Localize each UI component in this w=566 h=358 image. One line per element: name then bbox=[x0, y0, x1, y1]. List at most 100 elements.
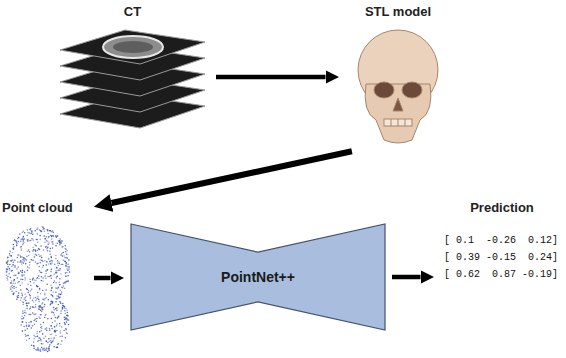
cloud-point bbox=[24, 258, 26, 260]
cloud-point bbox=[48, 348, 50, 350]
cloud-point bbox=[16, 245, 18, 247]
network-block: PointNet++ bbox=[130, 223, 386, 331]
cloud-point bbox=[28, 290, 30, 292]
cloud-point bbox=[52, 291, 54, 293]
flow-arrow bbox=[112, 151, 352, 203]
cloud-point bbox=[11, 255, 13, 256]
cloud-point bbox=[65, 263, 67, 265]
cloud-point bbox=[54, 326, 56, 328]
cloud-point bbox=[52, 243, 54, 245]
cloud-point bbox=[22, 321, 24, 323]
cloud-point bbox=[51, 303, 53, 305]
cloud-point bbox=[46, 327, 48, 329]
cloud-point bbox=[42, 266, 44, 268]
cloud-point bbox=[54, 264, 56, 266]
cloud-point bbox=[44, 294, 46, 296]
cloud-point bbox=[7, 266, 9, 268]
cloud-point bbox=[22, 295, 24, 297]
cloud-point bbox=[41, 310, 43, 312]
cloud-point bbox=[69, 271, 71, 273]
cloud-point bbox=[36, 278, 38, 280]
cloud-point bbox=[49, 276, 51, 278]
cloud-point bbox=[33, 282, 35, 284]
cloud-point bbox=[22, 331, 24, 333]
cloud-point bbox=[21, 316, 23, 318]
cloud-point bbox=[65, 251, 67, 253]
cloud-point bbox=[55, 235, 57, 237]
cloud-point bbox=[53, 235, 55, 237]
cloud-point bbox=[32, 306, 34, 308]
cloud-point bbox=[51, 241, 53, 243]
cloud-point bbox=[23, 317, 25, 319]
cloud-point bbox=[60, 330, 62, 332]
cloud-point bbox=[47, 269, 49, 271]
cloud-point bbox=[16, 298, 18, 300]
cloud-point bbox=[67, 314, 69, 316]
cloud-point bbox=[32, 250, 34, 252]
cloud-point bbox=[29, 295, 31, 297]
cloud-point bbox=[13, 275, 15, 277]
cloud-point bbox=[57, 262, 59, 264]
cloud-point bbox=[42, 348, 44, 350]
cloud-point bbox=[14, 279, 16, 281]
cloud-point bbox=[48, 299, 50, 301]
cloud-point bbox=[51, 328, 53, 330]
cloud-point bbox=[39, 331, 41, 333]
cloud-point bbox=[48, 350, 50, 352]
cloud-point bbox=[30, 228, 32, 230]
cloud-point bbox=[9, 255, 11, 257]
cloud-point bbox=[41, 276, 43, 278]
cloud-point bbox=[67, 315, 69, 317]
cloud-point bbox=[27, 266, 29, 268]
cloud-point bbox=[32, 312, 34, 314]
cloud-point bbox=[14, 279, 16, 281]
cloud-point bbox=[51, 278, 53, 280]
flow-arrow bbox=[216, 75, 326, 80]
cloud-point bbox=[39, 239, 41, 241]
cloud-point bbox=[54, 331, 56, 333]
cloud-point bbox=[12, 264, 14, 266]
cloud-point bbox=[41, 303, 43, 305]
cloud-point bbox=[46, 248, 48, 250]
cloud-point bbox=[18, 241, 20, 243]
cloud-point bbox=[15, 240, 17, 242]
cloud-point bbox=[21, 271, 23, 273]
cloud-point bbox=[26, 303, 28, 305]
cloud-point bbox=[20, 270, 22, 272]
cloud-point bbox=[47, 348, 49, 350]
cloud-point bbox=[45, 246, 47, 248]
flow-arrow bbox=[392, 275, 421, 280]
cloud-point bbox=[24, 294, 26, 296]
cloud-point bbox=[10, 288, 12, 290]
cloud-point bbox=[30, 233, 32, 235]
ct-panel: CT bbox=[55, 4, 210, 150]
cloud-point bbox=[44, 228, 46, 230]
cloud-point bbox=[26, 235, 28, 237]
cloud-point bbox=[24, 312, 26, 314]
cloud-point bbox=[27, 270, 29, 272]
cloud-point bbox=[43, 348, 45, 350]
cloud-point bbox=[69, 266, 71, 268]
cloud-point bbox=[66, 254, 68, 256]
cloud-point bbox=[52, 340, 54, 342]
cloud-point bbox=[68, 324, 70, 326]
cloud-point bbox=[64, 322, 66, 324]
cloud-point bbox=[12, 248, 14, 250]
cloud-point bbox=[35, 245, 37, 247]
cloud-point bbox=[55, 282, 57, 284]
cloud-point bbox=[37, 227, 39, 229]
flow-arrow bbox=[94, 276, 111, 281]
cloud-point bbox=[46, 330, 48, 332]
cloud-point bbox=[42, 226, 44, 228]
cloud-point bbox=[52, 295, 54, 297]
cloud-point bbox=[34, 279, 36, 281]
cloud-point bbox=[50, 275, 52, 277]
cloud-point bbox=[37, 347, 39, 349]
cloud-point bbox=[36, 263, 38, 265]
cloud-point bbox=[50, 284, 52, 286]
cloud-point bbox=[43, 299, 45, 301]
cloud-point bbox=[50, 290, 52, 292]
cloud-point bbox=[61, 340, 63, 342]
cloud-point bbox=[59, 238, 61, 240]
cloud-point bbox=[60, 310, 62, 312]
